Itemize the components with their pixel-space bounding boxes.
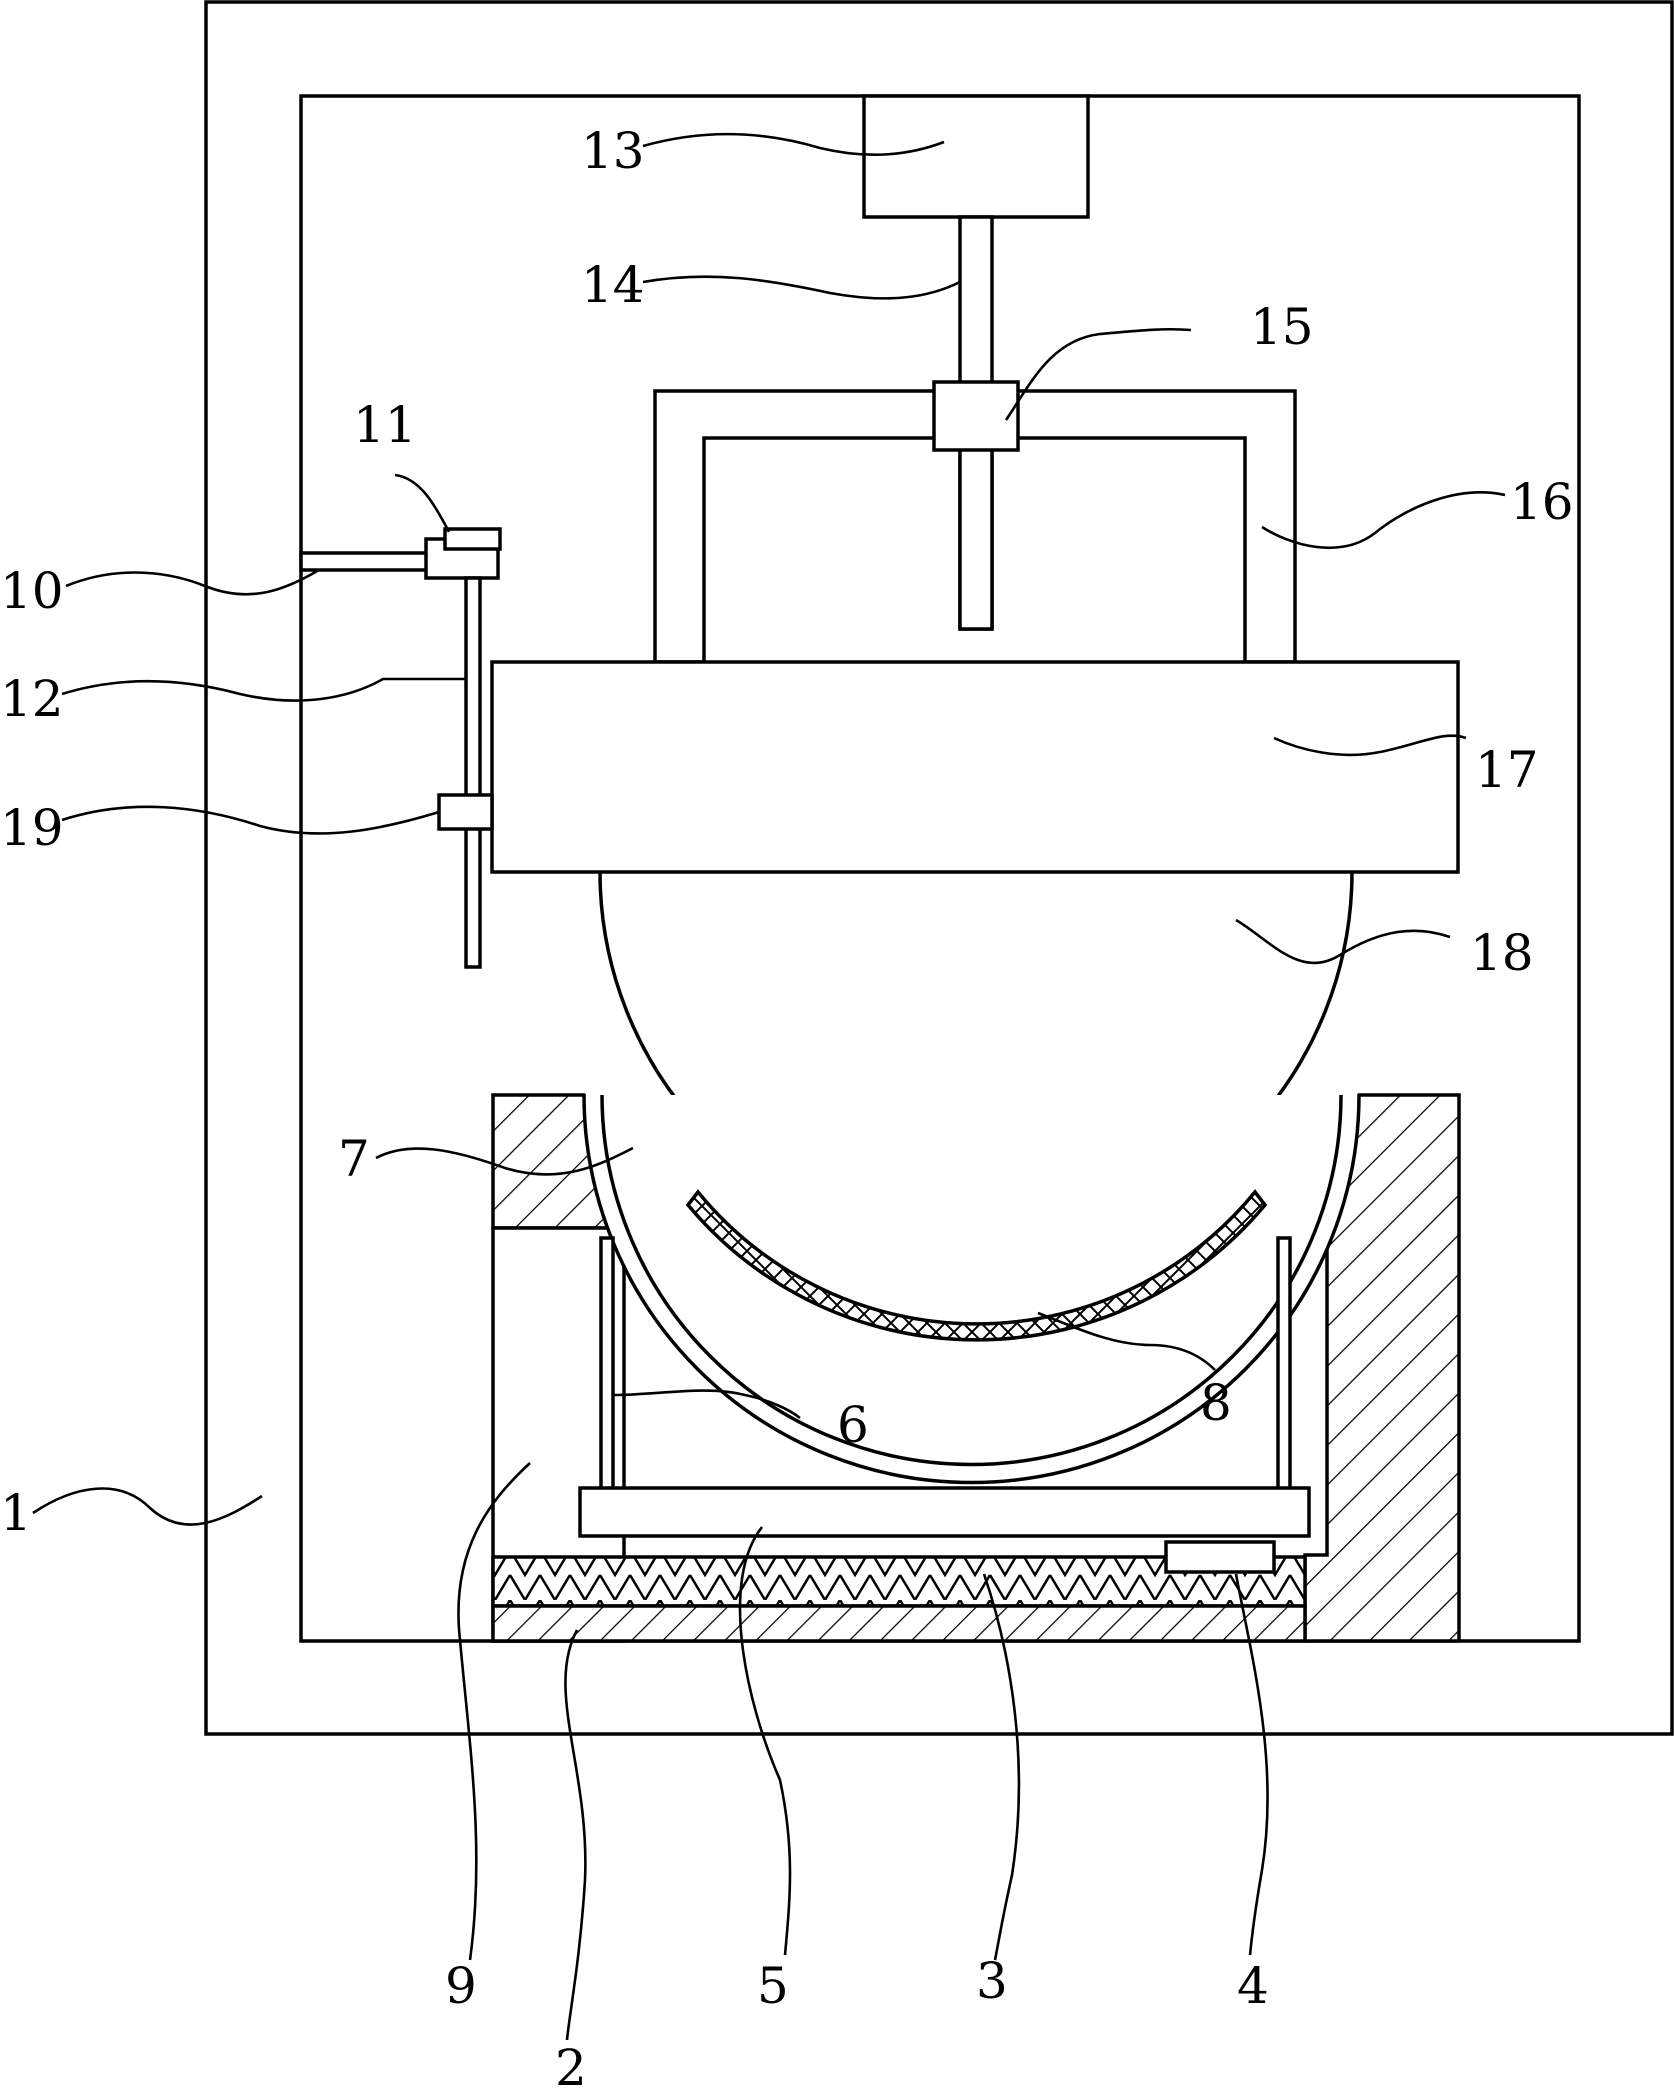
- label-17: 17: [1475, 741, 1539, 799]
- curved-lining: [685, 1189, 1268, 1342]
- side-arm: [299, 551, 429, 572]
- number-labels: 1 2 3 4 5 6 7 8 9 10 11 12 13 14 15 16 1…: [0, 122, 1574, 2089]
- top-motor: [862, 94, 1090, 219]
- stop-block: [1164, 1540, 1276, 1574]
- label-9: 9: [445, 1957, 477, 2015]
- side-mechanism: [299, 527, 502, 969]
- label-12: 12: [0, 670, 64, 728]
- side-rod: [464, 576, 482, 969]
- label-7: 7: [338, 1130, 370, 1188]
- label-10: 10: [0, 562, 64, 620]
- label-16: 16: [1510, 473, 1574, 531]
- tray-plate: [578, 1486, 1311, 1538]
- vertical-rod-lower: [958, 436, 994, 631]
- leader-lines: [32, 132, 1506, 2041]
- label-11: 11: [353, 396, 417, 454]
- label-2: 2: [555, 2039, 587, 2089]
- label-15: 15: [1250, 298, 1314, 356]
- label-6: 6: [837, 1396, 869, 1454]
- label-18: 18: [1470, 924, 1534, 982]
- curved-die-outer: [582, 1094, 1361, 1485]
- label-14: 14: [581, 256, 645, 314]
- side-bearing-cap: [443, 527, 502, 551]
- label-13: 13: [581, 122, 645, 180]
- horizontal-beam: [490, 660, 1460, 874]
- label-5: 5: [757, 1957, 789, 2015]
- side-slider: [437, 793, 494, 831]
- curved-die-inner: [600, 1094, 1343, 1467]
- base-plate: [491, 1604, 1307, 1643]
- label-19: 19: [0, 799, 64, 857]
- label-8: 8: [1200, 1374, 1232, 1432]
- label-3: 3: [976, 1952, 1008, 2010]
- rod-nut: [932, 380, 1020, 452]
- label-4: 4: [1237, 1957, 1269, 2015]
- label-1: 1: [0, 1484, 32, 1542]
